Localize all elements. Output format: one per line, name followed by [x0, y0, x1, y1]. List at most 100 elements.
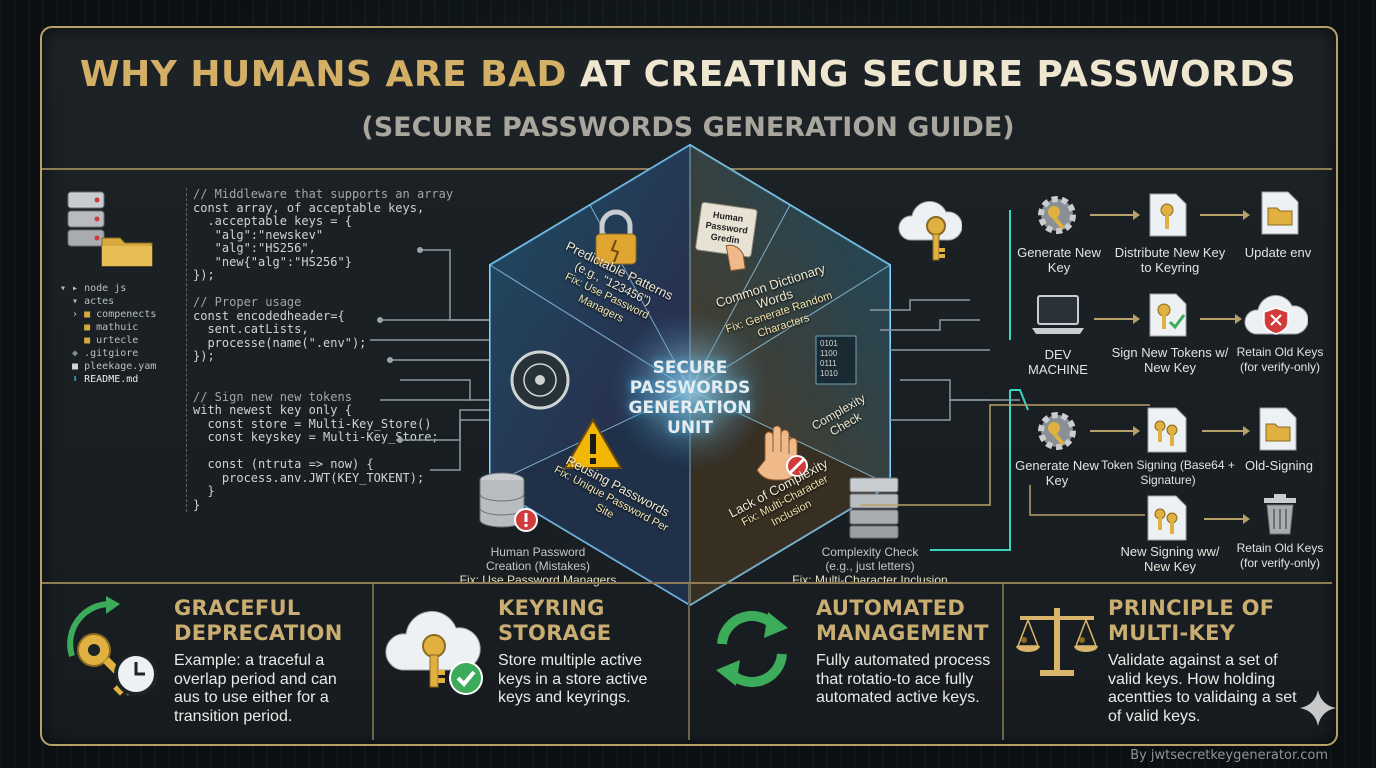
tree-item[interactable]: ■ mathuic [84, 322, 139, 333]
svg-text:Gredin: Gredin [710, 232, 740, 246]
gear-key-icon [1038, 196, 1076, 234]
flow-label-retain-old-keys: Retain Old Keys (for verify-only) [1236, 345, 1324, 374]
title-rest: AT CREATING SECURE PASSWORDS [579, 54, 1297, 95]
svg-text:0111: 0111 [820, 359, 837, 368]
panel-divider [688, 584, 690, 740]
laptop-icon [1032, 295, 1084, 334]
code-line: "alg":"newskev" [193, 227, 324, 242]
panel-divider [1002, 584, 1004, 740]
tree-item[interactable]: ▾ ▸ node js [60, 283, 127, 294]
flow-label-sign-new-tokens: Sign New Tokens w/ New Key [1111, 345, 1229, 375]
panel-text-automated-management: Fully automated process that rotatio-to … [816, 652, 991, 706]
svg-text:1100: 1100 [820, 349, 838, 358]
panel-title-graceful-deprecation: GRACEFUL DEPRECATION [174, 596, 343, 646]
flow-arrow [1090, 210, 1140, 220]
flow-label-generate-key: Generate New Key [1017, 245, 1101, 275]
document-keys-icon [1147, 407, 1187, 453]
key-clock-icon [67, 596, 158, 696]
tree-item[interactable]: › ■ compenects [60, 309, 157, 320]
panel-title-line: STORAGE [498, 621, 612, 645]
document-key-icon [1149, 193, 1187, 237]
connector-lines-right [860, 210, 1150, 551]
database-icon [479, 472, 538, 532]
code-line: sent.catLists, [193, 322, 309, 336]
tree-item[interactable]: ◆ .gitgiore [72, 348, 139, 359]
panel-title-line: GRACEFUL [174, 596, 301, 620]
gear-key-icon [1038, 412, 1076, 450]
code-line: // Proper usage [193, 295, 302, 309]
trash-icon [1264, 494, 1296, 535]
page-subtitle: (SECURE PASSWORDS GENERATION GUIDE) [361, 112, 1015, 143]
balance-scale-icon [1016, 608, 1098, 676]
flow-arrow [1204, 514, 1250, 524]
label-line: (e.g., just letters) [825, 559, 915, 573]
panel-title-automated-management: AUTOMATED MANAGEMENT [816, 596, 989, 646]
label-fix: Fix: Use Password Managers [459, 573, 617, 587]
panel-text-principle-multi-key: Validate against a set of valid keys. Ho… [1108, 652, 1297, 725]
code-line: } [193, 484, 215, 498]
label-line: Human Password [490, 545, 586, 559]
section-divider [42, 582, 1332, 584]
code-line: with newest key only { [193, 403, 352, 417]
folder-icon [101, 237, 153, 267]
panel-title-line: MULTI-KEY [1108, 621, 1236, 645]
tree-item[interactable]: ■ urtecle [84, 335, 139, 346]
panel-text-keyring-storage: Store multiple active keys in a store ac… [498, 652, 648, 706]
label-line: Complexity Check [821, 545, 919, 559]
watermark: By jwtsecretkeygenerator.com [1130, 748, 1328, 763]
flow-label-update-env: Update env [1244, 245, 1312, 260]
code-line: const store = Multi-Key_Store() [193, 416, 432, 431]
code-line: // Sign new new tokens [193, 389, 352, 404]
code-line: } [193, 497, 201, 512]
flow-arrow [1090, 426, 1140, 436]
flow-label-dev-machine: DEV MACHINE [1028, 347, 1088, 377]
server-icon [67, 191, 105, 247]
cloud-key-icon [898, 201, 962, 261]
tree-item[interactable]: ▾ actes [60, 296, 115, 307]
page-title: WHY HUMANS ARE BAD AT CREATING SECURE PA… [0, 54, 1376, 95]
tree-item[interactable]: ■ pleekage.yam [72, 361, 157, 372]
center-title-line: UNIT [667, 418, 713, 438]
code-line: }); [193, 268, 215, 282]
sparkle-icon [1300, 690, 1336, 726]
flow-arrow [1094, 314, 1140, 324]
code-line: // Middleware that supports an array [193, 187, 454, 201]
flow-arrow [1200, 210, 1250, 220]
crystal-center-title: SECURE PASSWORDS GENERATION UNIT [600, 358, 780, 438]
flow-label-new-signing: New Signing ww/ New Key [1120, 544, 1220, 574]
center-title-line: PASSWORDS [629, 378, 751, 398]
code-line: process.anv.JWT(KEY_TOKENT); [193, 470, 425, 485]
tree-item[interactable]: ⬇ README.md [72, 374, 139, 385]
svg-text:0101: 0101 [820, 339, 838, 348]
svg-text:Human: Human [712, 210, 744, 224]
panel-title-line: AUTOMATED [816, 596, 966, 620]
panel-title-line: MANAGEMENT [816, 621, 989, 645]
panel-title-line: PRINCIPLE OF [1108, 596, 1275, 620]
refresh-icon [716, 610, 788, 688]
center-title-line: SECURE [652, 358, 728, 378]
document-folder-icon [1261, 191, 1299, 235]
center-title-line: GENERATION [628, 398, 752, 418]
human-password-creation-label: Human Password Creation (Mistakes) Fix: … [448, 545, 628, 587]
code-line: const array, of acceptable keys, [193, 200, 425, 215]
label-line: Creation (Mistakes) [485, 559, 591, 573]
flow-label-generate-key-2: Generate New Key [1015, 458, 1099, 488]
svg-text:1010: 1010 [820, 369, 838, 378]
file-tree: ▾ ▸ node js ▾ actes › ■ compenects ■ mat… [60, 282, 170, 386]
panel-title-line: DEPRECATION [174, 621, 343, 645]
title-accent: WHY HUMANS ARE BAD [79, 54, 567, 95]
document-folder-icon [1259, 407, 1297, 451]
code-line: "alg":"HS256", [193, 241, 316, 255]
document-keys-icon [1147, 495, 1187, 541]
code-line: processe(name(".env"); [193, 335, 367, 350]
flow-label-token-signing: Token Signing (Base64 + Signature) [1101, 458, 1235, 487]
flow-label-retain-old-keys-2: Retain Old Keys (for verify-only) [1236, 541, 1324, 570]
panel-title-keyring-storage: KEYRING STORAGE [498, 596, 611, 646]
document-key-check-icon [1149, 293, 1187, 337]
cloud-shield-icon [1244, 295, 1308, 335]
code-line: .acceptable keys = { [193, 214, 352, 228]
panel-title-line: KEYRING [498, 596, 605, 620]
panel-title-principle-multi-key: PRINCIPLE OF MULTI-KEY [1108, 596, 1274, 646]
